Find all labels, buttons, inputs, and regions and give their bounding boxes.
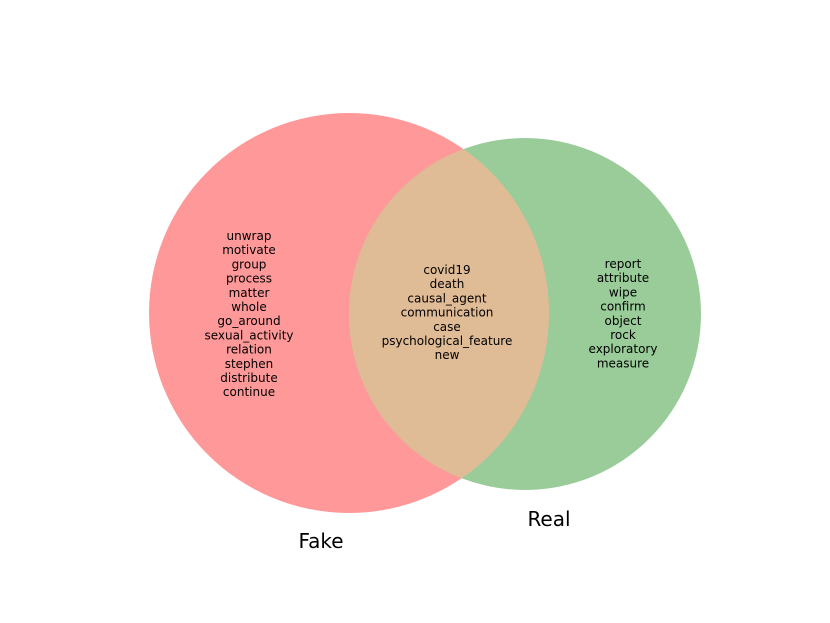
venn-word: relation bbox=[226, 343, 272, 357]
venn-word: confirm bbox=[600, 300, 646, 314]
venn-word: causal_agent bbox=[407, 291, 486, 305]
venn-word: death bbox=[430, 277, 465, 291]
venn-word: sexual_activity bbox=[204, 328, 293, 342]
venn-word: matter bbox=[229, 286, 270, 300]
venn-word: stephen bbox=[225, 357, 274, 371]
venn-word: exploratory bbox=[589, 342, 658, 356]
venn-word: object bbox=[605, 314, 642, 328]
venn-word: rock bbox=[610, 328, 636, 342]
fake-only-words: unwrapmotivategroupprocessmatterwholego_… bbox=[204, 229, 293, 399]
venn-word: process bbox=[226, 272, 272, 286]
venn-word: communication bbox=[401, 306, 494, 320]
venn-word: distribute bbox=[220, 371, 278, 385]
venn-word: continue bbox=[223, 385, 275, 399]
venn-word: attribute bbox=[597, 271, 649, 285]
intersection-words: covid19deathcausal_agentcommunicationcas… bbox=[382, 263, 513, 362]
venn-word: covid19 bbox=[423, 263, 470, 277]
real-set-label: Real bbox=[527, 507, 570, 531]
intersection-region bbox=[349, 138, 549, 490]
venn-word: measure bbox=[597, 356, 649, 370]
venn-word: case bbox=[433, 320, 461, 334]
venn-word: report bbox=[605, 257, 642, 271]
venn-word: group bbox=[232, 257, 267, 271]
venn-word: go_around bbox=[217, 314, 280, 328]
venn-word: motivate bbox=[222, 243, 276, 257]
venn-word: wipe bbox=[609, 285, 637, 299]
venn-word: whole bbox=[231, 300, 266, 314]
venn-word: unwrap bbox=[227, 229, 272, 243]
fake-set-label: Fake bbox=[298, 529, 343, 553]
real-only-words: reportattributewipeconfirmobjectrockexpl… bbox=[589, 257, 658, 370]
venn-word: new bbox=[435, 348, 460, 362]
venn-word: psychological_feature bbox=[382, 334, 513, 348]
